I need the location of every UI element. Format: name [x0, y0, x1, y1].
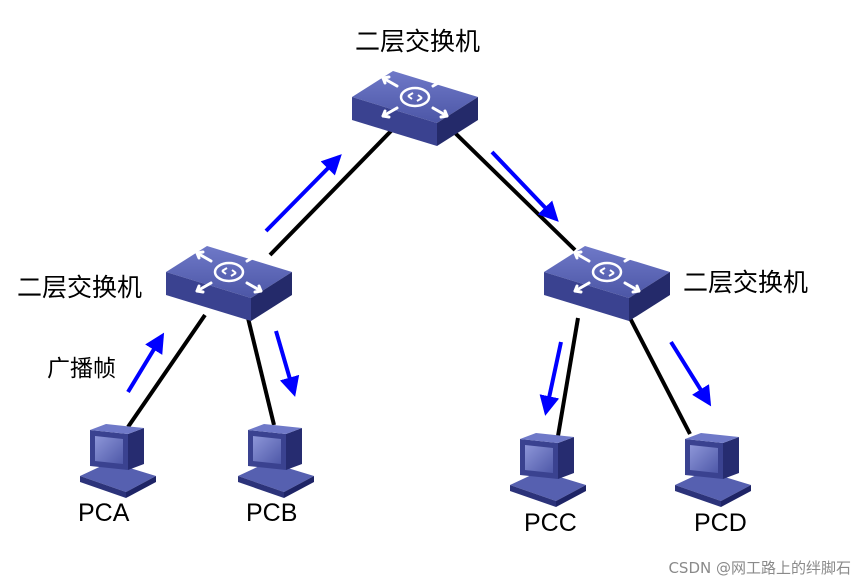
pc-c-icon [510, 433, 586, 507]
switch-left-icon [164, 244, 294, 323]
arrow-right-pcd [669, 340, 712, 407]
pc-d-icon [675, 433, 751, 507]
pc-d-label: PCD [694, 509, 747, 537]
link-right-pcd [628, 317, 692, 435]
arrow-left-pcb [274, 330, 300, 397]
arrow-top-down [490, 150, 559, 222]
links [126, 128, 692, 437]
arrow-left-up [264, 154, 342, 233]
link-top-left [268, 128, 394, 257]
switch-right-label: 二层交换机 [683, 268, 809, 297]
broadcast-frame-label: 广播帧 [47, 356, 116, 382]
pc-c-label: PCC [524, 509, 577, 537]
link-left-pcb [246, 317, 276, 426]
link-top-right [450, 128, 577, 252]
link-left-pca [126, 313, 207, 429]
pc-b-label: PCB [246, 499, 298, 527]
arrow-right-pcc [539, 341, 563, 416]
arrow-pca-up [126, 332, 165, 394]
switch-left-label: 二层交换机 [17, 273, 143, 302]
pc-b-icon [238, 424, 314, 498]
broadcast-arrows [126, 150, 712, 416]
watermark: CSDN @网工路上的绊脚石 [668, 559, 851, 577]
switch-right-icon [542, 244, 672, 323]
switch-top-label: 二层交换机 [355, 27, 481, 56]
link-right-pcc [556, 317, 580, 437]
pc-a-icon [80, 424, 156, 498]
pc-a-label: PCA [78, 499, 130, 527]
